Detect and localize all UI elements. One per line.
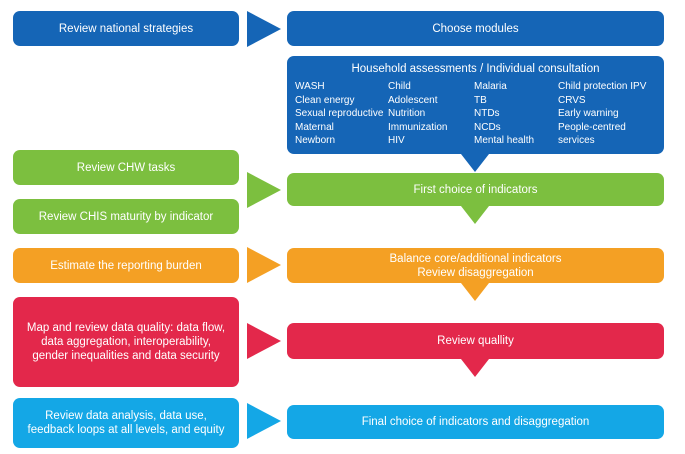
module-item: Maternal [295,121,334,133]
module-item: Malaria [474,81,507,92]
module-item: Child protection IPV [558,81,647,92]
module-item: Sexual reproductive [295,108,384,119]
final-choice-label: Final choice of indicators and disaggreg… [361,416,590,428]
arrow-right-icon [247,247,281,283]
module-item: Immunization [388,121,448,133]
balance-line-1: Balance core/additional indicators [389,252,562,265]
map-review-line-2: data aggregation, interoperability, [41,336,211,348]
module-item: WASH [295,81,325,92]
review-analysis-line-2: feedback loops at all levels, and equity [27,424,225,436]
choose-modules-box: Choose modules [287,11,664,46]
modules-column-1: WASH Clean energy Sexual reproductive Ma… [295,80,388,148]
module-item: Mental health [474,135,535,146]
review-chis-maturity-label: Review CHIS maturity by indicator [38,210,214,223]
arrow-down-icon [461,283,489,301]
arrow-down-icon [461,206,489,224]
review-data-analysis-box: Review data analysis, data use, feedback… [13,398,239,448]
household-assessments-box: Household assessments / Individual consu… [287,56,664,154]
review-quality-label: Review quallity [437,335,514,347]
module-item: Adolescent [388,94,438,106]
module-item: People-centred [558,121,626,133]
review-chw-tasks-box: Review CHW tasks [13,150,239,185]
arrow-right-icon [247,403,281,439]
module-item: Nutrition [388,108,426,119]
module-item: Early warning [558,108,619,119]
module-item: CRVS [558,94,586,106]
first-choice-label: First choice of indicators [413,183,538,196]
arrow-down-icon [461,359,489,377]
map-review-line-3: gender inequalities and data security [32,350,220,362]
module-item: Child [388,81,411,92]
balance-line-2: Review disaggregation [417,266,534,279]
modules-column-4: Child protection IPV CRVS Early warning … [558,80,656,148]
review-national-strategies-box: Review national strategies [13,11,239,46]
estimate-burden-box: Estimate the reporting burden [13,248,239,283]
arrow-down-icon [461,154,489,172]
module-item: NCDs [474,121,501,133]
household-assessments-title: Household assessments / Individual consu… [351,63,600,75]
review-analysis-line-1: Review data analysis, data use, [45,410,207,422]
arrow-right-icon [247,11,281,47]
final-choice-box: Final choice of indicators and disaggreg… [287,405,664,439]
module-item: HIV [388,135,405,146]
first-choice-box: First choice of indicators [287,173,664,206]
modules-grid: WASH Clean energy Sexual reproductive Ma… [295,80,656,148]
estimate-burden-label: Estimate the reporting burden [50,259,202,272]
module-item: Newborn [295,135,336,146]
map-review-line-1: Map and review data quality: data flow, [26,322,226,334]
review-chis-maturity-box: Review CHIS maturity by indicator [13,199,239,234]
module-item: Clean energy [295,94,355,106]
module-item: NTDs [474,108,500,119]
module-item: services [558,135,595,146]
module-item: TB [474,94,487,106]
choose-modules-label: Choose modules [432,22,519,35]
arrow-right-icon [247,323,281,359]
balance-indicators-box: Balance core/additional indicators Revie… [287,248,664,283]
modules-column-3: Malaria TB NTDs NCDs Mental health [474,80,558,148]
review-chw-tasks-label: Review CHW tasks [76,161,176,174]
arrow-right-icon [247,172,281,208]
review-quality-box: Review quallity [287,323,664,359]
map-review-data-quality-box: Map and review data quality: data flow, … [13,297,239,387]
review-national-strategies-label: Review national strategies [58,22,194,35]
modules-column-2: Child Adolescent Nutrition Immunization … [388,80,474,148]
